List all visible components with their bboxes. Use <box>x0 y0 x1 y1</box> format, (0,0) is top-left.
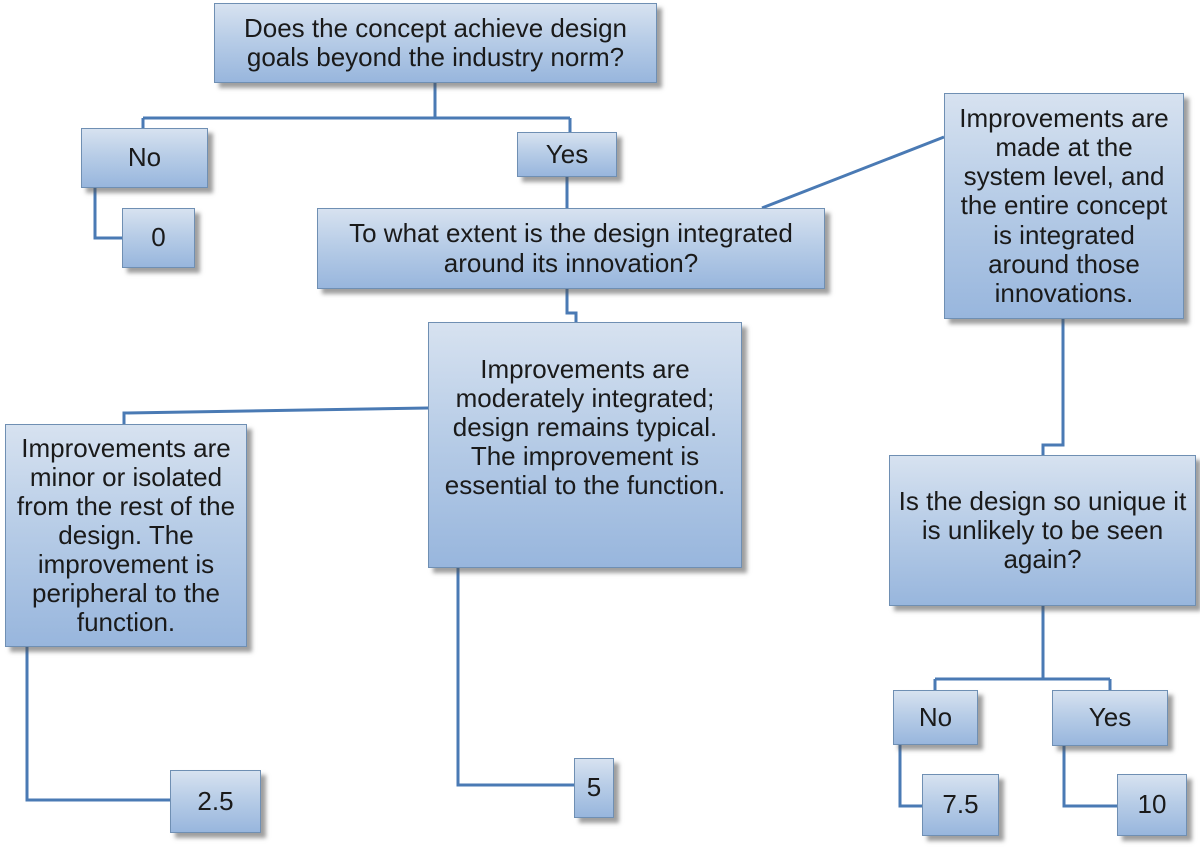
connector-no-1-to-score-0 <box>93 188 122 240</box>
score-2-5-label: 2.5 <box>197 785 234 816</box>
connector-moderate-to-score-5 <box>456 568 574 787</box>
yes-label-top: Yes <box>545 138 589 169</box>
score-5-label: 5 <box>586 772 602 803</box>
no-label-bottom: No <box>918 701 953 732</box>
moderate-integration-text: Improvements are moderately integrated; … <box>444 354 726 501</box>
question-unique-text: Is the design so unique it is unlikely t… <box>898 485 1187 575</box>
system-level-text: Improvements are made at the system leve… <box>959 103 1169 308</box>
question-industry-norm-box: Does the concept achieve design goals be… <box>214 3 657 83</box>
yes-label-bottom: Yes <box>1088 702 1132 733</box>
connector-system-to-q3 <box>1041 319 1065 455</box>
yes-box-top: Yes <box>517 132 617 177</box>
connector-moderate-to-minor <box>122 406 429 424</box>
question-unique-box: Is the design so unique it is unlikely t… <box>889 455 1196 606</box>
question-integration-box: To what extent is the design integrated … <box>317 208 825 289</box>
connector-minor-to-score-2-5 <box>25 647 170 802</box>
question-integration-text: To what extent is the design integrated … <box>349 218 793 278</box>
question-industry-norm-text: Does the concept achieve design goals be… <box>243 12 628 72</box>
connector-no-2-to-score-7-5 <box>898 745 922 808</box>
minor-improvements-box: Improvements are minor or isolated from … <box>5 424 247 647</box>
score-10-box: 10 <box>1117 774 1187 836</box>
moderate-integration-box: Improvements are moderately integrated; … <box>428 322 742 568</box>
score-0-box: 0 <box>122 208 195 268</box>
system-level-box: Improvements are made at the system leve… <box>944 93 1184 319</box>
no-label-top: No <box>127 142 162 173</box>
connector-q2-to-system-level <box>761 135 945 210</box>
no-box-top: No <box>81 128 208 188</box>
minor-improvements-text: Improvements are minor or isolated from … <box>16 432 236 638</box>
score-5-box: 5 <box>574 758 614 818</box>
score-7-5-box: 7.5 <box>922 774 999 836</box>
score-0-label: 0 <box>151 222 166 253</box>
yes-box-bottom: Yes <box>1052 690 1168 746</box>
connector-group <box>25 83 1117 808</box>
score-2-5-box: 2.5 <box>170 770 261 833</box>
score-7-5-label: 7.5 <box>942 789 979 820</box>
connector-q2-to-moderate <box>565 289 578 322</box>
no-box-bottom: No <box>893 690 978 745</box>
connector-yes-2-to-score-10 <box>1062 746 1117 808</box>
score-10-label: 10 <box>1137 789 1167 820</box>
